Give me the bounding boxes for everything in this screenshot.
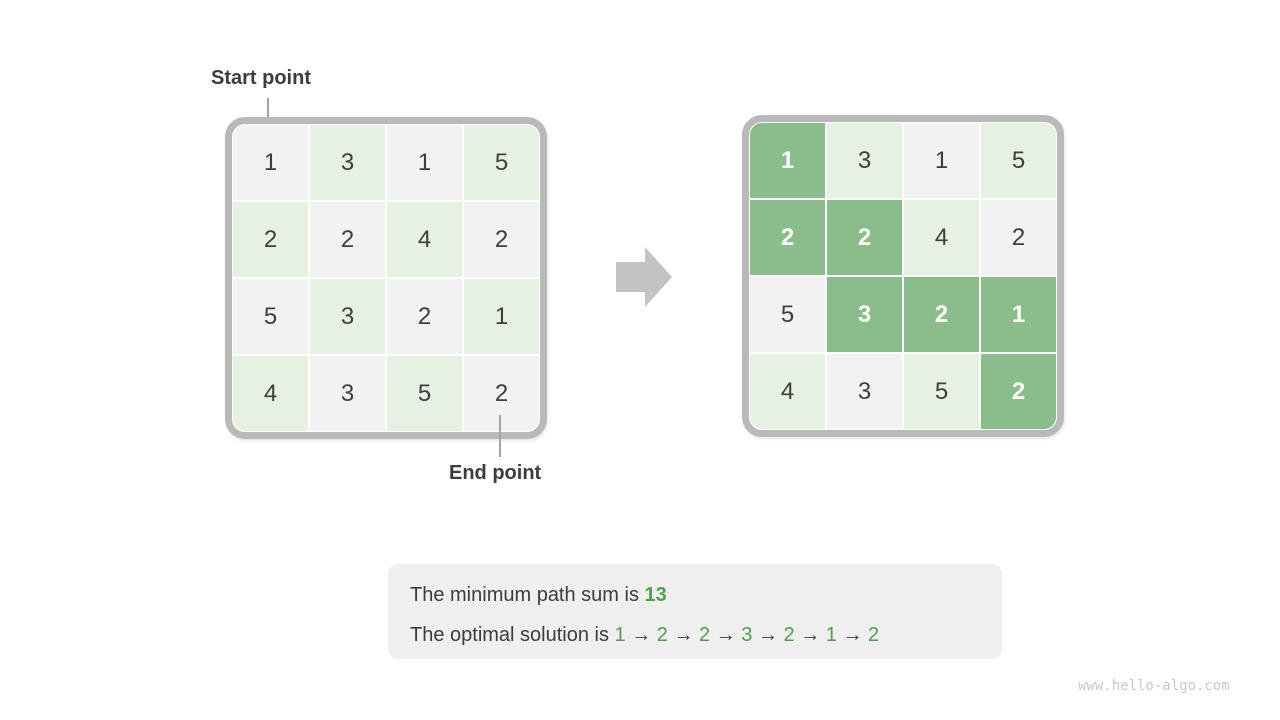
grid-cell: 1 [233,125,308,200]
grid-cell-path: 1 [750,123,825,198]
sequence-arrow: → [794,624,826,646]
grid-cell: 1 [464,279,539,354]
grid-cell: 4 [233,356,308,431]
start-point-label: Start point [211,67,311,89]
sequence-number: 2 [699,624,711,646]
sequence-arrow: → [710,624,742,646]
grid-cell: 4 [387,202,462,277]
sequence-number: 1 [825,624,837,646]
sequence-arrow: → [625,624,657,646]
summary-box: The minimum path sum is 13 The optimal s… [388,564,1002,659]
grid-cell: 5 [233,279,308,354]
sequence-number: 2 [868,624,880,646]
grid-cell: 1 [387,125,462,200]
grid-cell-path: 2 [750,200,825,275]
grid-cell-path: 2 [981,354,1056,429]
end-point-label: End point [449,462,542,484]
sequence-number: 1 [614,624,626,646]
transform-arrow-icon [616,247,672,307]
grid-cell: 3 [310,125,385,200]
optimal-path-sequence: 1 → 2 → 2 → 3 → 2 → 1 → 2 [615,624,880,646]
sequence-arrow: → [752,624,784,646]
grid-cell: 2 [464,202,539,277]
grid-cell: 3 [310,356,385,431]
summary-line-min-sum: The minimum path sum is 13 [410,575,1002,615]
grid-cell: 2 [464,356,539,431]
grid-cell-path: 2 [904,277,979,352]
grid-cell: 3 [827,123,902,198]
grid-cell: 2 [310,202,385,277]
grid-cell: 5 [464,125,539,200]
grid-cell: 3 [827,354,902,429]
grid-cell: 4 [904,200,979,275]
sequence-number: 3 [741,624,753,646]
end-leader-line [499,415,501,457]
summary-line-optimal-solution: The optimal solution is 1 → 2 → 2 → 3 → … [410,615,1002,655]
grid-cell-path: 1 [981,277,1056,352]
sequence-number: 2 [783,624,795,646]
grid-cell: 2 [387,279,462,354]
grid-cell: 4 [750,354,825,429]
min-path-sum-value: 13 [644,584,667,606]
grid-cell: 5 [750,277,825,352]
grid-cell-path: 2 [827,200,902,275]
grid-cell: 5 [904,354,979,429]
grid-cell-path: 3 [827,277,902,352]
grid-cell: 3 [310,279,385,354]
sequence-arrow: → [836,624,869,646]
grid-cell: 2 [981,200,1056,275]
sequence-arrow: → [667,624,700,646]
summary-line2-text: The optimal solution is [410,624,615,646]
watermark: www.hello-algo.com [1078,678,1230,694]
grid-cell: 1 [904,123,979,198]
grid-cell: 5 [981,123,1056,198]
grid-cell: 2 [233,202,308,277]
sequence-number: 2 [656,624,668,646]
grid-cell: 5 [387,356,462,431]
summary-line1-text: The minimum path sum is [410,584,645,606]
